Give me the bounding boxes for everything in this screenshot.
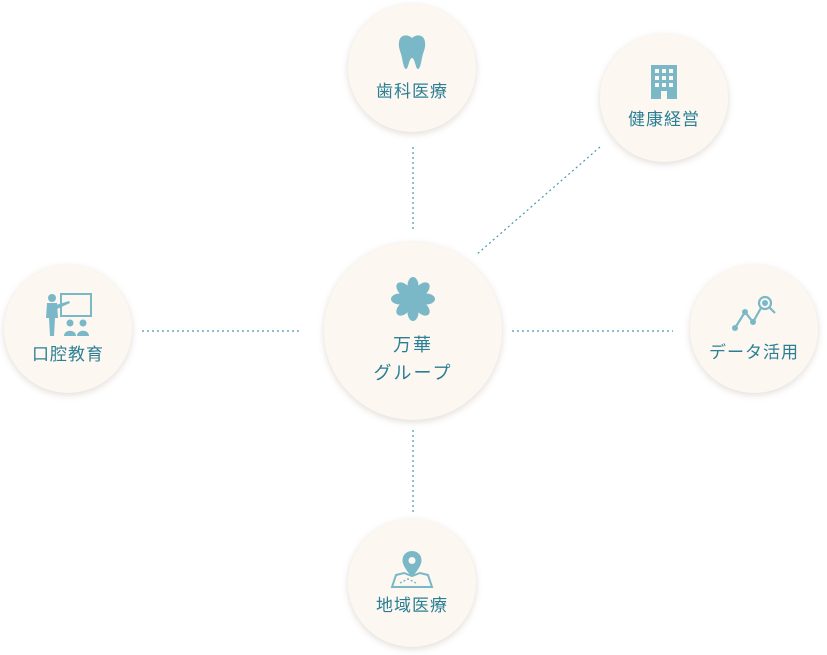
node-dental: 歯科医療 (348, 4, 476, 132)
center-label: 万華 グループ (374, 332, 453, 388)
tooth-icon (398, 35, 426, 69)
node-education-label: 口腔教育 (32, 344, 104, 365)
node-education: 口腔教育 (4, 265, 132, 393)
node-community: 地域医療 (348, 519, 476, 647)
node-health-label: 健康経営 (628, 109, 700, 130)
flower-icon (391, 277, 435, 322)
center-node: 万華 グループ (324, 242, 502, 420)
connector-health (475, 146, 601, 256)
map-pin-icon (390, 550, 434, 588)
node-health: 健康経営 (600, 34, 728, 162)
node-data-label: データ活用 (709, 342, 799, 363)
building-icon (651, 64, 677, 99)
node-data: データ活用 (690, 265, 818, 393)
center-label-line1: 万華 (392, 335, 433, 357)
center-label-line2: グループ (373, 363, 453, 384)
presentation-icon (46, 292, 92, 336)
node-community-label: 地域医療 (376, 595, 448, 616)
node-dental-label: 歯科医療 (376, 81, 448, 102)
analytics-icon (732, 295, 776, 331)
